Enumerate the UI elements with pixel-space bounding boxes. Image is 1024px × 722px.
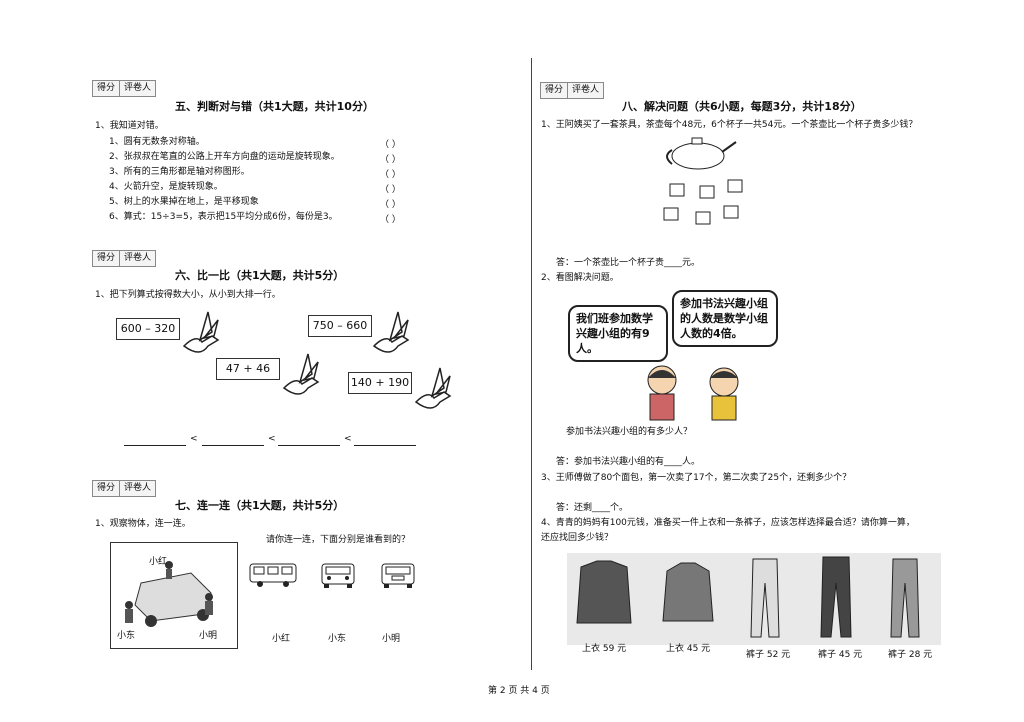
expr-box: 47 + 46: [216, 358, 280, 380]
score-box-8: 得分 评卷人: [540, 82, 605, 99]
name-label: 小东: [328, 634, 347, 644]
dove-icon: [282, 353, 320, 395]
s5-item: 4、火箭升空，是旋转现象。: [109, 182, 223, 192]
s8-question-3: 3、王师傅做了80个面包，第一次卖了17个，第二次卖了25个，还剩多少个？: [541, 473, 852, 483]
score-label: 得分: [541, 83, 569, 98]
price-label: 上衣 45 元: [666, 644, 711, 654]
s8-answer-2: 答：参加书法兴趣小组的有____人。: [556, 457, 701, 467]
name-label: 小红: [272, 634, 291, 644]
dove-icon: [372, 311, 410, 353]
score-box-7: 得分 评卷人: [92, 480, 157, 497]
score-label: 得分: [93, 481, 121, 496]
less-than: <: [344, 434, 352, 444]
speech-bubble: 参加书法兴趣小组的人数是数学小组人数的4倍。: [672, 290, 778, 347]
s5-item: 2、张叔叔在笔直的公路上开车方向盘的运动是旋转现象。: [109, 152, 340, 162]
s7-question-1: 1、观察物体，连一连。: [95, 519, 191, 529]
answer-paren[interactable]: （ ）: [380, 200, 401, 210]
less-than: <: [268, 434, 276, 444]
van-scene-icon: [125, 561, 213, 627]
van-front-icon[interactable]: [318, 560, 358, 590]
name-label: 小明: [382, 634, 401, 644]
s8-question-4-cont: 还应找回多少钱？: [541, 533, 614, 543]
score-label: 得分: [93, 251, 121, 266]
scene-picture: 小红 小东 小明: [110, 542, 238, 649]
less-than: <: [190, 434, 198, 444]
children-icon: [647, 365, 739, 421]
expr-box: 750 – 660: [308, 315, 372, 337]
s5-item: 5、树上的水果掉在地上，是平移现象: [109, 197, 259, 207]
column-divider: [531, 58, 532, 670]
s8-answer-3: 答：还剩____个。: [556, 503, 629, 513]
grader-label: 评卷人: [120, 481, 156, 496]
s5-item: 3、所有的三角形都是轴对称图形。: [109, 167, 250, 177]
score-label: 得分: [93, 81, 121, 96]
grader-label: 评卷人: [120, 81, 156, 96]
s5-item: 1、圆有无数条对称轴。: [109, 137, 205, 147]
order-blank[interactable]: [354, 444, 416, 446]
s5-question-1: 1、我知道对错。: [95, 121, 164, 131]
van-side-icon[interactable]: [248, 560, 300, 590]
score-box-6: 得分 评卷人: [92, 250, 157, 267]
scene-label: 小东: [117, 631, 136, 641]
section-6-title: 六、比一比（共1大题，共计5分）: [175, 269, 345, 282]
speech-bubble: 我们班参加数学兴趣小组的有9人。: [568, 305, 668, 362]
price-label: 上衣 59 元: [582, 644, 627, 654]
s6-question-1: 1、把下列算式按得数大小，从小到大排一行。: [95, 290, 281, 300]
s5-item: 6、算式：15÷3=5，表示把15平均分成6份，每份是3。: [109, 212, 338, 222]
expr-box: 600 – 320: [116, 318, 180, 340]
scene-label: 小明: [199, 631, 218, 641]
scene-label: 小红: [149, 557, 168, 567]
order-blank[interactable]: [278, 444, 340, 446]
s8-question-2b: 参加书法兴趣小组的有多少人？: [566, 427, 693, 437]
answer-paren[interactable]: （ ）: [380, 140, 401, 150]
clothes-icon: [576, 556, 920, 638]
score-box-5: 得分 评卷人: [92, 80, 157, 97]
dove-icon: [182, 311, 220, 353]
teapot-icon: [666, 137, 737, 170]
clothes-picture: [567, 553, 941, 645]
grader-label: 评卷人: [120, 251, 156, 266]
answer-paren[interactable]: （ ）: [380, 185, 401, 195]
van-back-icon[interactable]: [378, 560, 418, 590]
expr-box: 140 + 190: [348, 372, 412, 394]
grader-label: 评卷人: [568, 83, 604, 98]
s8-answer-1: 答：一个茶壶比一个杯子贵____元。: [556, 258, 701, 268]
section-7-title: 七、连一连（共1大题，共计5分）: [175, 499, 345, 512]
price-label: 裤子 52 元: [746, 650, 791, 660]
answer-paren[interactable]: （ ）: [380, 155, 401, 165]
cups-icon: [663, 179, 743, 225]
s8-question-4: 4、青青的妈妈有100元钱，准备买一件上衣和一条裤子，应该怎样选择最合适？请你算…: [541, 518, 915, 528]
price-label: 裤子 28 元: [888, 650, 933, 660]
answer-paren[interactable]: （ ）: [380, 170, 401, 180]
s7-prompt: 请你连一连，下面分别是谁看到的？: [266, 535, 411, 545]
dove-icon: [414, 367, 452, 409]
price-label: 裤子 45 元: [818, 650, 863, 660]
section-5-title: 五、判断对与错（共1大题，共计10分）: [175, 100, 374, 113]
order-blank[interactable]: [202, 444, 264, 446]
order-blank[interactable]: [124, 444, 186, 446]
page-footer: 第 2 页 共 4 页: [488, 686, 550, 696]
answer-paren[interactable]: （ ）: [380, 215, 401, 225]
s8-question-1: 1、王阿姨买了一套茶具，茶壶每个48元，6个杯子一共54元。一个茶壶比一个杯子贵…: [541, 120, 918, 130]
section-8-title: 八、解决问题（共6小题，每题3分，共计18分）: [622, 100, 862, 113]
s8-question-2: 2、看图解决问题。: [541, 273, 619, 283]
